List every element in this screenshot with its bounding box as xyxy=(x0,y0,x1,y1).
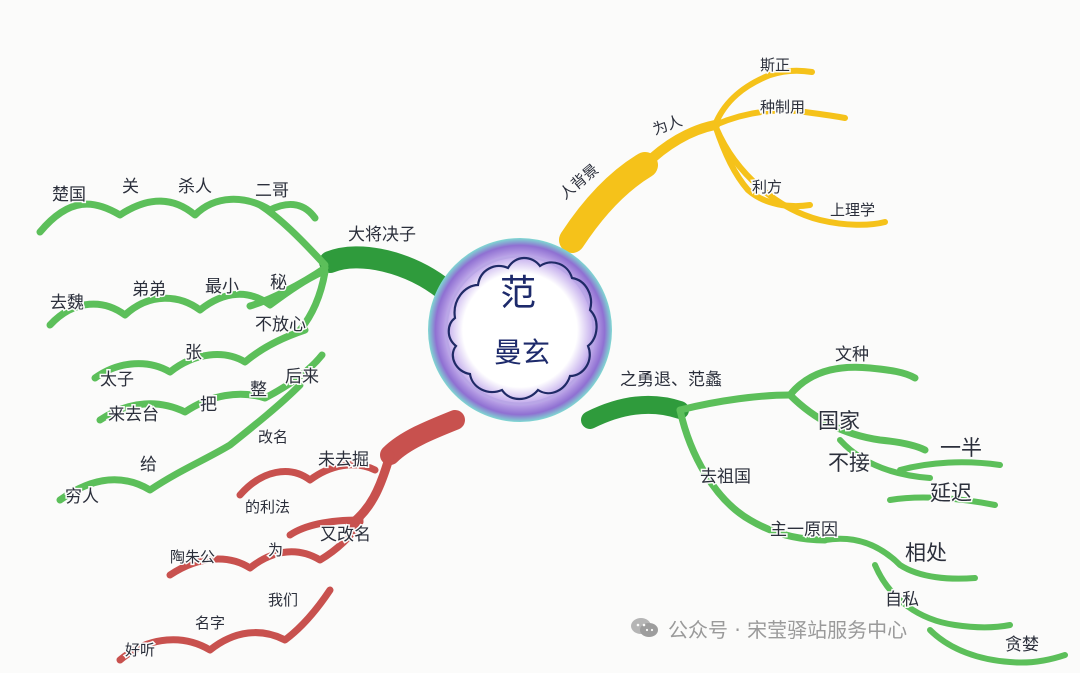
green-left-row3a-label: 太子 xyxy=(100,370,134,390)
green-right-reason-label: 主一原因 xyxy=(770,520,838,540)
green-left-branch xyxy=(36,195,456,504)
green-left-row1-label: 杀人 xyxy=(178,177,212,197)
green-left-row4-label: 给 xyxy=(140,455,157,475)
yellow-branch xyxy=(559,67,888,253)
green-left-row1-label: 楚国 xyxy=(52,185,86,205)
green-right-sub-label: 国家 xyxy=(818,409,860,433)
yellow-trunk xyxy=(559,152,658,253)
red-labels: 未去掘 改名 陶朱公 为 又改名 的利法 我们 名字 好听 xyxy=(124,427,373,661)
green-left-row1-label: 关 xyxy=(122,177,139,197)
green-left-row2-label: 最小 xyxy=(205,277,239,297)
center-cloud-border xyxy=(447,256,598,401)
green-right-branch xyxy=(581,363,1068,666)
red-l1-label: 又改名 xyxy=(320,525,371,545)
green-left-row3b-label: 整 xyxy=(250,380,267,400)
wechat-icon xyxy=(631,618,658,637)
green-right-reason-item: 贪婪 xyxy=(1005,635,1039,655)
green-right-sub-label: 不接 xyxy=(828,451,870,475)
green-left-row3a-label: 不放心 xyxy=(255,315,306,335)
green-left-trunk xyxy=(319,246,456,301)
green-right-sub-label: 一半 xyxy=(940,436,982,460)
green-left-row2-label: 秘 xyxy=(270,273,287,293)
green-left-row3a-label: 张 xyxy=(185,343,202,363)
green-right-sub-label: 延迟 xyxy=(930,481,972,505)
watermark-text: 公众号 · 宋莹驿站服务中心 xyxy=(668,617,908,642)
watermark: 公众号 · 宋莹驿站服务中心 xyxy=(630,610,907,646)
red-root-label: 未去掘 xyxy=(318,450,369,470)
red-l2-label: 我们 xyxy=(268,591,298,609)
green-left-row1-label: 二哥 xyxy=(255,181,289,201)
red-trunk xyxy=(380,410,465,465)
green-left-row4-label: 穷人 xyxy=(65,487,99,507)
green-left-row3b-label: 后来 xyxy=(285,367,319,387)
green-right-labels: 之勇退、范蠡 文种 国家 不接 一半 延迟 去祖国 主一原因 相处 自私 贪婪 xyxy=(619,344,1041,657)
green-left-row2-label: 去魏 xyxy=(50,293,84,313)
red-l1-label: 改名 xyxy=(258,428,288,446)
green-left-root-label: 大将决子 xyxy=(348,225,416,245)
green-right-sub-label: 文种 xyxy=(835,345,869,365)
red-l1-label: 为 xyxy=(268,541,283,559)
red-l2-label: 名字 xyxy=(195,614,225,632)
red-l1-label: 陶朱公 xyxy=(170,548,215,566)
yellow-leaf-label: 种制用 xyxy=(760,98,805,116)
center-node: 范 曼玄 xyxy=(428,238,612,422)
green-right-reason-item: 相处 xyxy=(905,541,947,565)
red-l2-label: 好听 xyxy=(125,641,155,659)
center-title-line2: 曼玄 xyxy=(494,336,550,369)
yellow-leaf-label: 斯正 xyxy=(760,56,790,74)
red-branch xyxy=(116,410,465,664)
green-right-root2-label: 去祖国 xyxy=(700,467,751,487)
green-right-trunk xyxy=(581,395,689,429)
green-left-row3b-label: 来去台 xyxy=(108,405,159,425)
green-left-labels: 大将决子 楚国 关 杀人 二哥 去魏 弟弟 最小 秘 太子 张 不放心 来去台 … xyxy=(49,176,418,509)
yellow-leaf-label: 利方 xyxy=(752,178,782,196)
green-right-reason-item: 自私 xyxy=(885,590,919,610)
green-right-root-label: 之勇退、范蠡 xyxy=(620,370,722,390)
green-left-row3b-label: 把 xyxy=(200,395,217,415)
red-l2-label: 的利法 xyxy=(245,498,290,516)
yellow-leaf-label: 上理学 xyxy=(830,201,875,219)
center-title-line1: 范 xyxy=(500,273,536,314)
green-left-row2-label: 弟弟 xyxy=(132,280,166,300)
